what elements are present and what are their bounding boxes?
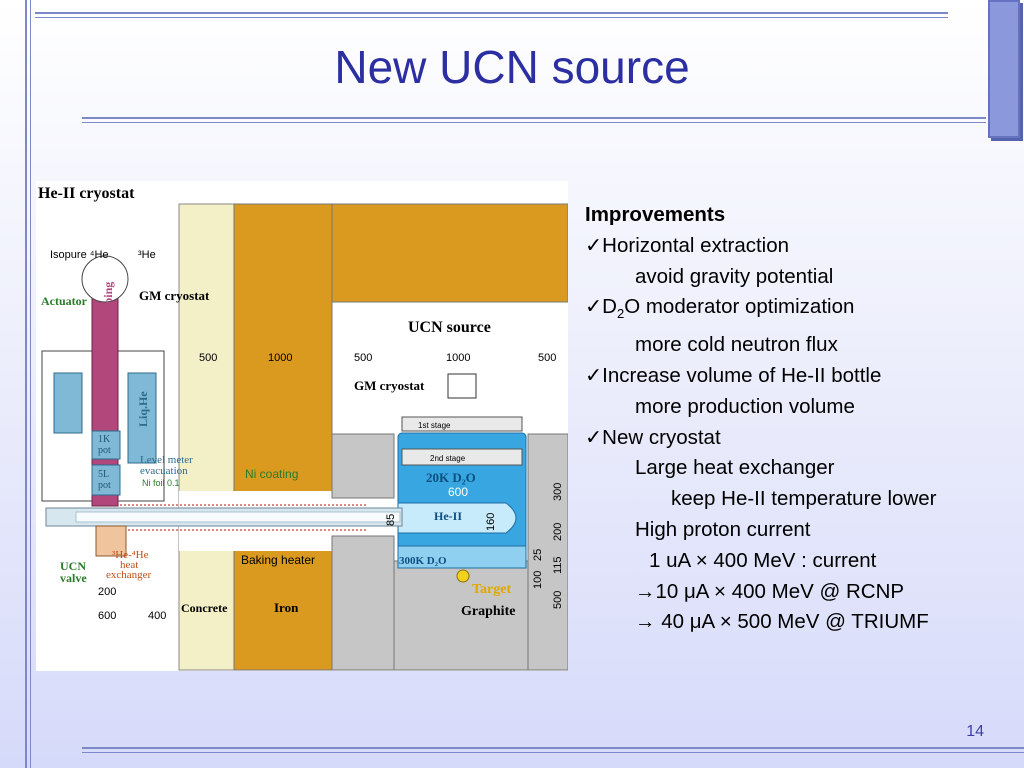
iron-label: Iron [274,600,299,615]
gm-cryostat2-label: GM cryostat [354,378,425,393]
liq-he-label: Liq.He [136,391,150,427]
first-stage-label: 1st stage [418,421,451,430]
d2o-300k [397,545,527,569]
dim-top-5: 500 [538,352,556,364]
left-rule [25,0,27,768]
left-panel-title: He-II cryostat [38,185,135,202]
page-number: 14 [966,723,984,740]
top-rule [35,12,948,14]
dim-right-3: 115 [552,556,564,574]
dim-right-1: 300 [552,483,564,501]
dim-600: 600 [448,485,468,499]
dim-bottom-3: 400 [148,610,166,622]
dim-top-4: 1000 [446,352,470,364]
item-d2o-sub: 2 [616,306,625,322]
item-cold-flux: more cold neutron flux [635,333,838,357]
gm-cryostat-box [447,373,477,399]
improvements-heading: Improvements [585,203,726,226]
ni-coating-label: Ni coating [245,467,298,481]
dim-top-2: 1000 [268,352,292,364]
dim-top-3: 500 [354,352,372,364]
pot1k-line1: 1K [98,434,111,445]
heat-exchanger-line2: heat [120,559,138,571]
target-marker [456,569,470,583]
item-gravity: avoid gravity potential [635,264,834,288]
he-ii-label: He-II [434,509,462,523]
item-cryostat: ✓New cryostat [585,425,721,449]
dim-right-6: 500 [552,591,564,609]
dim-bottom-1: 200 [98,586,116,598]
liq-he-tank [127,372,157,464]
item-d2o: ✓D2O moderator optimization [585,292,1015,330]
pot1k-line2: pot [98,445,111,456]
actuator-label: Actuator [41,294,88,308]
concrete-block [178,203,235,671]
d2o-300k-label: 300K D₂O [399,555,447,567]
dim-right-5: 100 [532,571,544,589]
item-rcnp: →10 μA × 400 MeV @ RCNP [635,579,905,603]
second-stage-label: 2nd stage [430,454,466,463]
left-rule-thin [30,0,31,768]
cryostat-diagram: He-II cryostat Isopure ⁴He ³He Actuator … [36,181,568,671]
pot5l-line1: 5L [98,469,109,480]
heat-exchanger [95,525,127,557]
stage-box-2 [401,448,523,466]
graphite-left [331,433,395,499]
item-heat-exchanger: Large heat exchanger [635,456,835,480]
ucn-valve-line1: UCN [60,559,86,573]
dim-top-1: 500 [199,352,217,364]
item-horizontal-extraction: ✓Horizontal extraction [585,233,790,257]
pot-1k [91,430,121,460]
graphite-right [527,433,568,671]
top-rule-thin [35,17,948,18]
title-rule [82,117,986,119]
ucn-source-label: UCN source [408,319,491,336]
item-current-now: 1 uA × 400 MeV : current [649,548,877,572]
item-temperature: keep He-II temperature lower [671,487,937,511]
he3-pumping-label: ³He pumping [101,282,115,349]
title-rule-thin [82,122,986,123]
bottom-rule-thin [82,752,1024,753]
slide-title: New UCN source [334,41,690,93]
pot5l-line2: pot [98,480,111,491]
corner-square [988,0,1020,138]
heat-exchanger-line3: exchanger [106,569,152,581]
level-meter-line1: Level meter [140,454,193,466]
graphite-label: Graphite [461,604,515,619]
item-d2o-a: ✓D [585,295,617,319]
isopure-bulb [81,255,129,303]
item-d2o-b: O moderator optimization [624,295,855,319]
stage-box-1 [401,416,523,432]
isopure-label: Isopure ⁴He [50,249,109,261]
ni-foil-label: Ni foil 0.1 [142,478,180,488]
dim-right-2: 200 [552,523,564,541]
he2-bottle [397,502,517,534]
ucn-guide-inner [75,511,401,523]
target-label: Target [472,582,511,597]
dim-85: 85 [385,514,397,526]
heat-exchanger-line1: ³He-⁴He [112,549,149,561]
d2o-20k-label: 20K D₂O [426,470,476,485]
left-tank [53,372,83,434]
pot-5l [91,464,121,496]
graphite-bottom-left [331,535,395,671]
ucn-valve-line2: valve [60,571,87,585]
baking-heater-label: Baking heater [241,553,315,567]
item-proton-current: High proton current [635,518,811,542]
item-production: more production volume [635,394,855,418]
item-triumf: → 40 μA × 500 MeV @ TRIUMF [635,610,929,634]
dim-bottom-2: 600 [98,610,116,622]
dim-160: 160 [485,513,497,531]
iron-block-left [233,203,333,671]
he3-label: ³He [138,249,156,261]
improvements-list: Improvements ✓Horizontal extraction avoi… [585,200,1015,638]
bottom-rule [82,747,1024,749]
concrete-label: Concrete [181,601,228,615]
level-meter-line2: evacuation [140,465,188,477]
dim-right-4: 25 [532,549,544,561]
gm-cryostat-label: GM cryostat [139,288,210,303]
item-volume: ✓Increase volume of He-II bottle [585,364,882,388]
iron-block-top [331,203,568,303]
